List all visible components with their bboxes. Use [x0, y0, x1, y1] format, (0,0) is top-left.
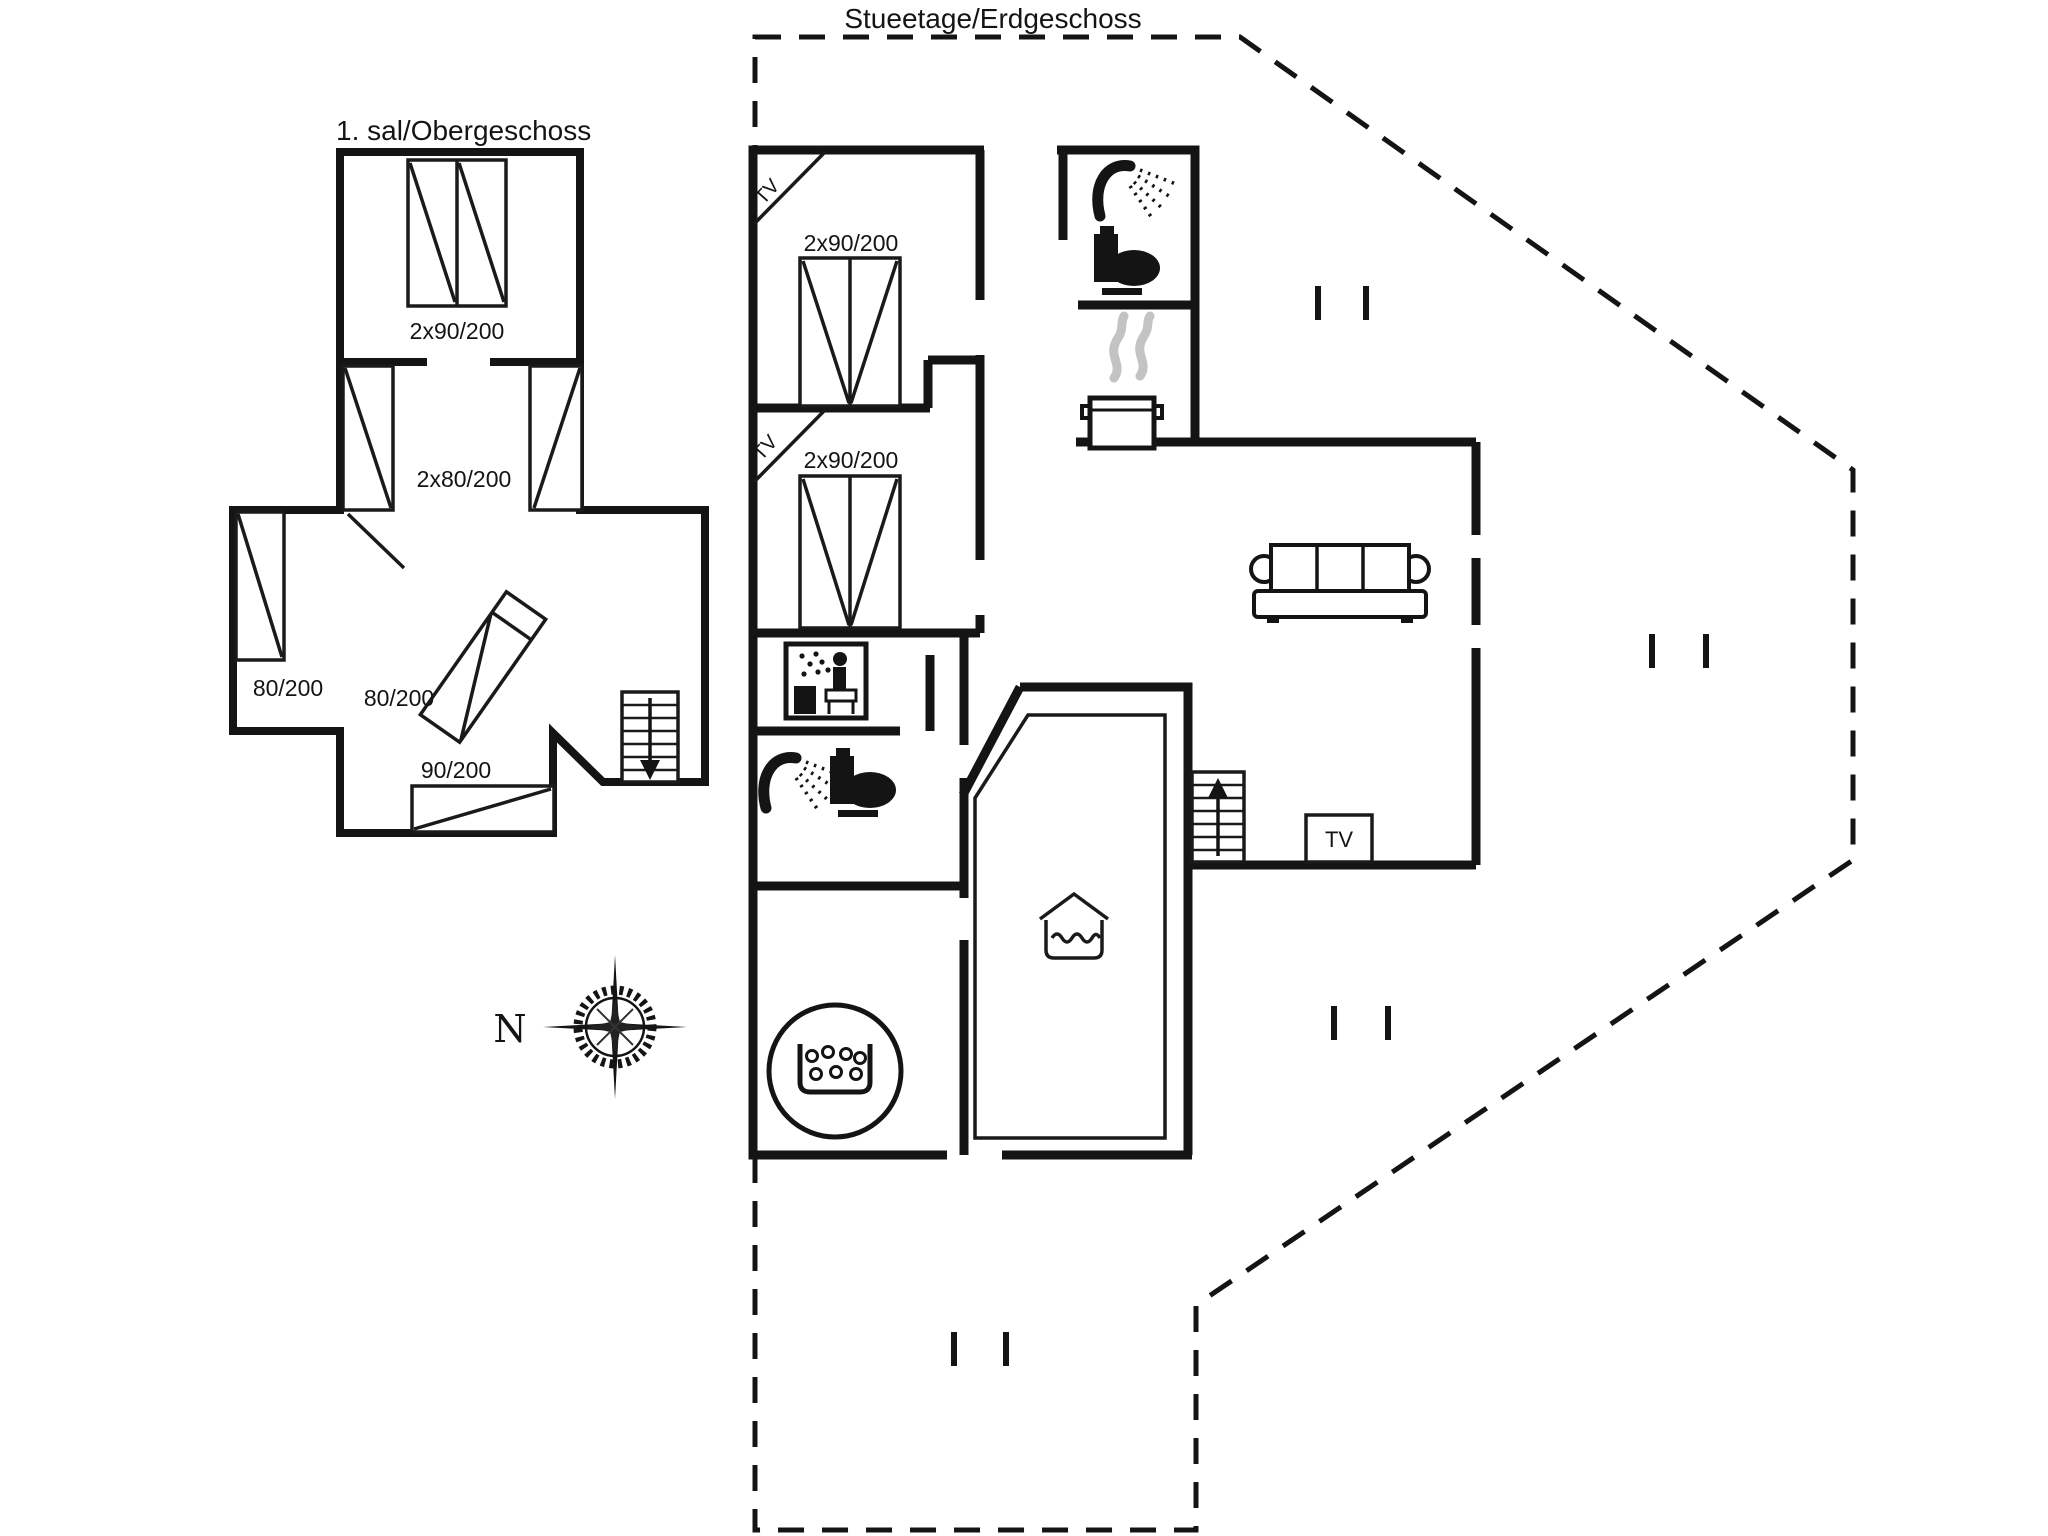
- single-bed-icon: [234, 510, 286, 662]
- upper-bed-corridor-label: 2x80/200: [417, 466, 512, 492]
- ground-floor-title: Stueetage/Erdgeschoss: [844, 3, 1141, 34]
- tv-corner-line: [752, 150, 827, 226]
- compass-rose-icon: [543, 955, 687, 1099]
- sauna-icon: [783, 641, 869, 721]
- shower-icon: [1092, 160, 1177, 222]
- kitchen-area: [1080, 311, 1164, 451]
- single-bed-icon: [341, 364, 395, 512]
- stairs-up-icon: [1190, 770, 1246, 864]
- terrace-dashed-outline: [752, 34, 1856, 1533]
- diagonal-bed-icon: [417, 589, 549, 745]
- sofa-icon: [1249, 543, 1431, 623]
- upper-floor-walls: [229, 148, 709, 837]
- upper-floor-plan: 1. sal/Obergeschoss 2x90/200 2x80/200 80…: [229, 115, 709, 837]
- single-bed-icon: [410, 784, 556, 834]
- cooking-pot-icon: [1080, 395, 1164, 451]
- tv-corner-line: [752, 408, 827, 484]
- upper-bed-middle-label: 80/200: [364, 685, 434, 711]
- compass: N: [493, 955, 687, 1099]
- steam-icon: [1109, 311, 1155, 383]
- double-bed-icon: [798, 474, 902, 630]
- bedroom2-bed-label: 2x90/200: [804, 447, 899, 473]
- double-bed-icon: [798, 256, 902, 408]
- ground-bathroom1: [1092, 160, 1177, 295]
- single-bed-icon: [528, 364, 584, 512]
- ground-bedroom2: TV 2x90/200: [749, 408, 902, 630]
- upper-bed-top-label: 2x90/200: [410, 318, 505, 344]
- ground-floor-plan: Stueetage/Erdgeschoss TV: [748, 3, 1856, 1533]
- ground-floor-walls: [748, 145, 1481, 1160]
- tv-cabinet: TV: [1304, 813, 1374, 864]
- bedroom1-bed-label: 2x90/200: [804, 230, 899, 256]
- upper-bed-left-label: 80/200: [253, 675, 323, 701]
- shower-icon: [758, 752, 843, 814]
- whirlpool-icon: [766, 1002, 904, 1140]
- upper-floor-title: 1. sal/Obergeschoss: [336, 115, 591, 146]
- double-bed-icon: [406, 158, 508, 308]
- terrace-posts: [951, 286, 1709, 1366]
- upper-bed-bottom-label: 90/200: [421, 757, 491, 783]
- swimming-pool: [973, 713, 1167, 1140]
- tv-cabinet-label: TV: [1325, 827, 1353, 852]
- door-swing-line: [346, 512, 406, 570]
- toilet-icon: [1094, 226, 1160, 295]
- toilet-icon: [830, 748, 896, 817]
- pool-icon: [1038, 891, 1110, 960]
- stairs-down-icon: [620, 690, 680, 784]
- ground-bedroom1: TV 2x90/200: [751, 150, 902, 408]
- ground-bathroom2: [758, 748, 896, 817]
- compass-north-label: N: [493, 1007, 526, 1051]
